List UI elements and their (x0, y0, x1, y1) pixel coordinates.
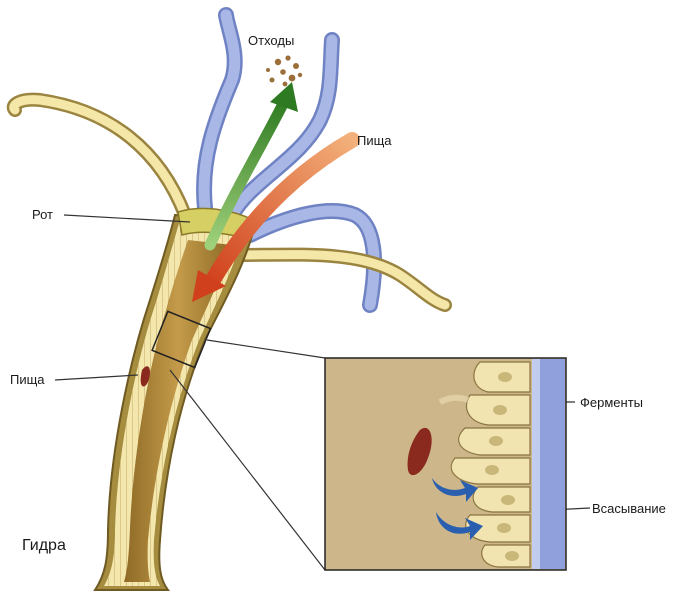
label-mouth: Рот (32, 208, 53, 221)
label-waste: Отходы (248, 34, 294, 47)
label-food-in: Пища (357, 134, 392, 147)
label-food-particle: Пища (10, 373, 45, 386)
label-absorption: Всасывание (592, 502, 666, 515)
label-enzymes: Ферменты (580, 396, 643, 409)
diagram-title: Гидра (22, 538, 66, 554)
ectoderm-layer (540, 359, 565, 569)
waste-particles (266, 55, 302, 86)
inset (325, 358, 566, 570)
